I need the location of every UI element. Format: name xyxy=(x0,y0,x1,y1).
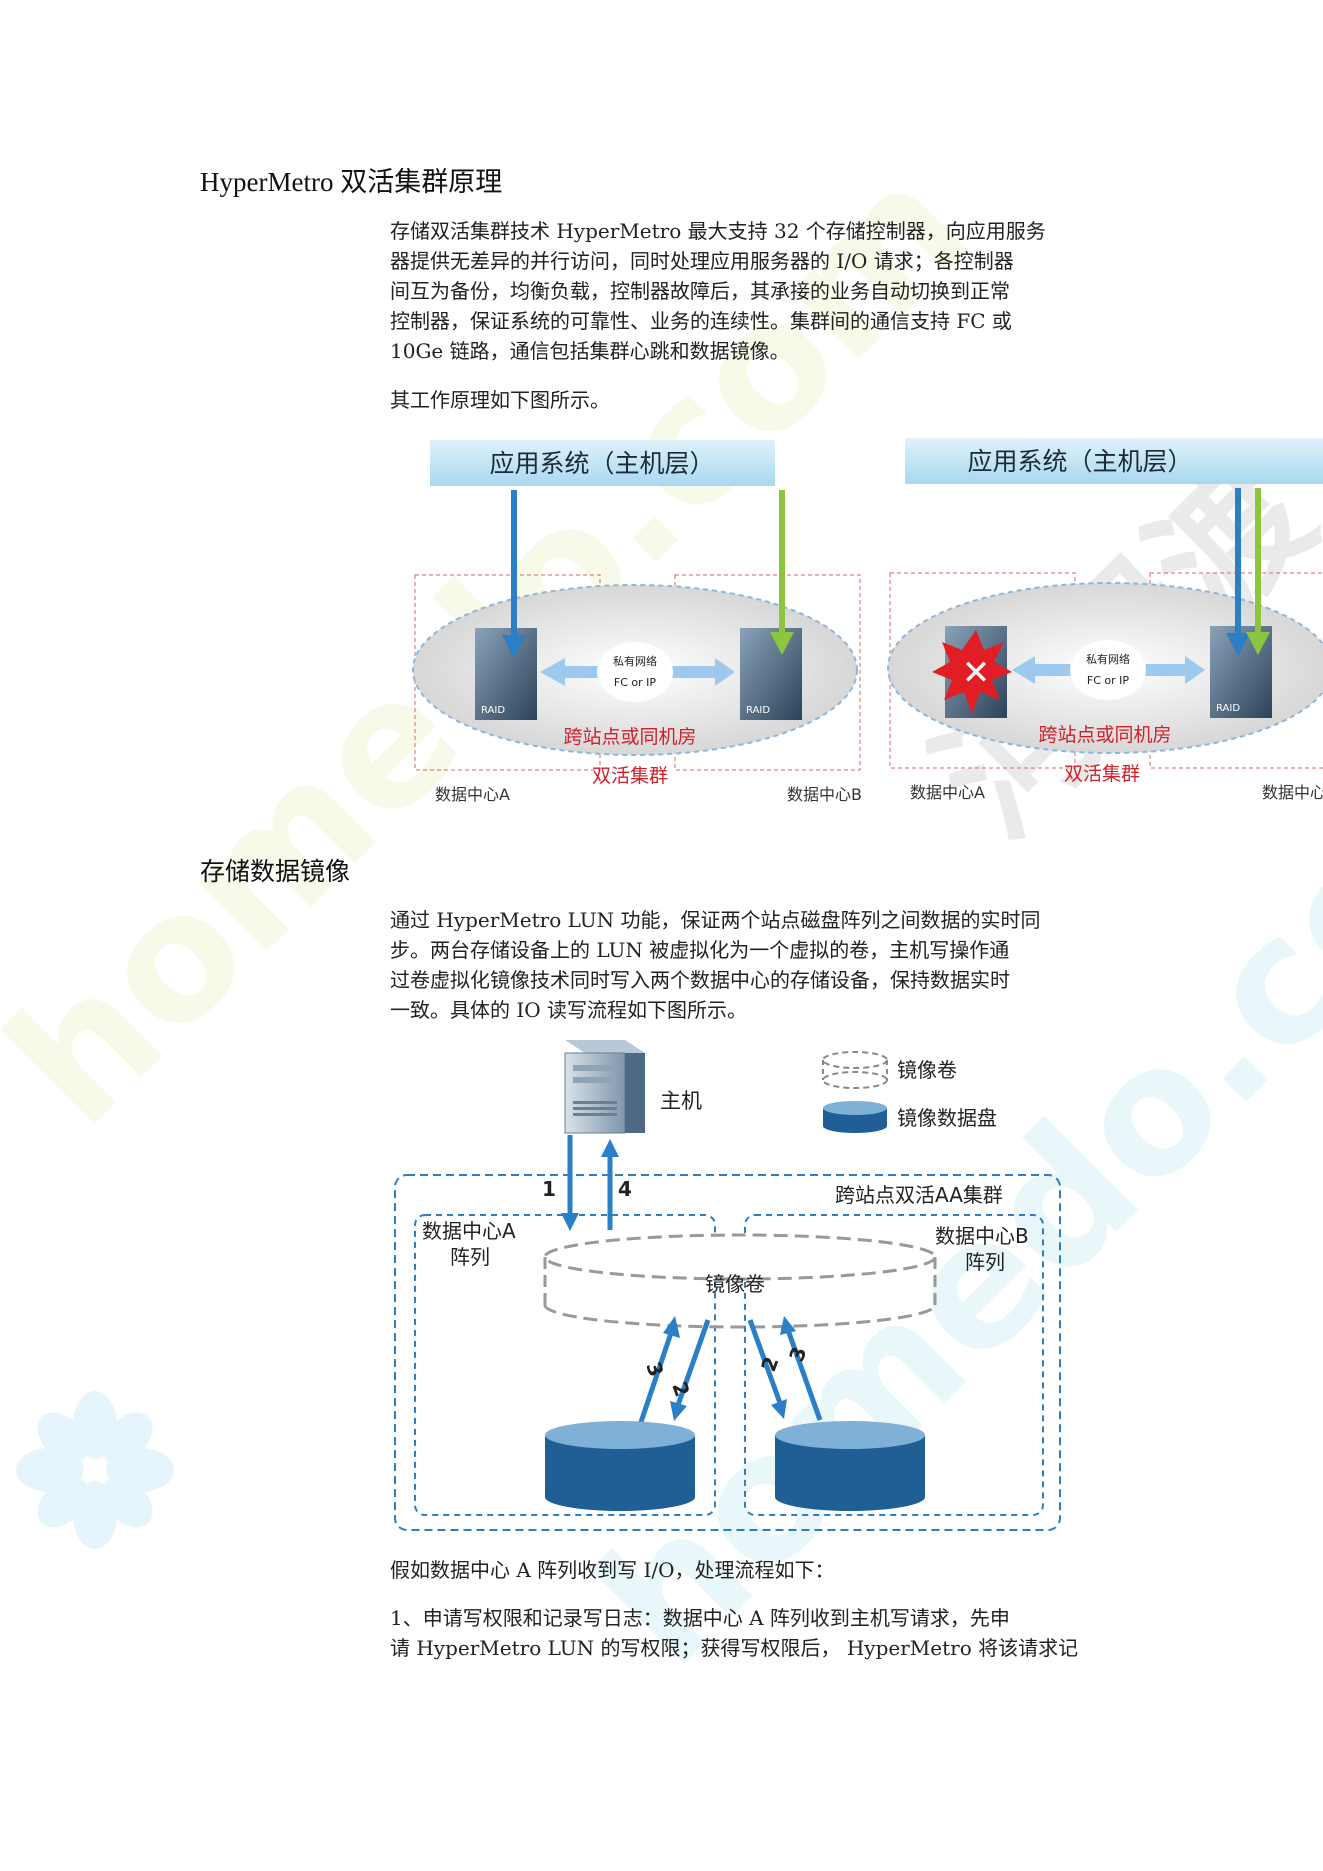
link-label: FC or IP xyxy=(1087,674,1129,687)
mirror-volume: 镜像卷 xyxy=(543,1233,937,1329)
dc-b-label: 阵列 xyxy=(965,1250,1005,1274)
host-label: 主机 xyxy=(660,1089,702,1113)
raid-label: RAID xyxy=(746,705,770,716)
dc-a-label: 数据中心A xyxy=(435,785,510,804)
step-3-label: 3 xyxy=(784,1343,811,1364)
dc-b-label: 数据中心B xyxy=(787,785,862,804)
cluster-label: 双活集群 xyxy=(592,765,668,787)
mirror-disk-a xyxy=(545,1421,695,1511)
dc-b-box xyxy=(744,1214,1044,1516)
step-2-label: 2 xyxy=(756,1353,783,1374)
private-net-label: 私有网络 xyxy=(613,654,657,668)
private-net-label: 私有网络 xyxy=(1086,652,1130,666)
cluster-label: 跨站点双活AA集群 xyxy=(835,1183,1003,1207)
host-server-icon xyxy=(564,1040,645,1134)
figure-cluster-principle: 应用系统（主机层） RAID RAID 私有网络 FC or IP 跨站点或同机… xyxy=(412,438,1323,804)
section2-paragraph: 通过 HyperMetro LUN 功能，保证两个站点磁盘阵列之间数据的实时同 … xyxy=(390,905,1105,1025)
dc-a-label: 数据中心A xyxy=(910,783,985,802)
legend-mirror-disk: 镜像数据盘 xyxy=(897,1106,997,1130)
site-label: 跨站点或同机房 xyxy=(1038,724,1171,746)
paragraph-line: 间互为备份，均衡负载，控制器故障后，其承接的业务自动切换到正常 xyxy=(390,279,1010,303)
paragraph-line: 请 HyperMetro LUN 的写权限；获得写权限后， HyperMetro… xyxy=(390,1636,1079,1660)
paragraph-line: 器提供无差异的并行访问，同时处理应用服务器的 I/O 请求；各控制器 xyxy=(390,249,1014,273)
section-title-mirror: 存储数据镜像 xyxy=(200,857,351,886)
mirror-volume-label: 镜像卷 xyxy=(705,1272,765,1296)
paragraph-line: 步。两台存储设备上的 LUN 被虚拟化为一个虚拟的卷，主机写操作通 xyxy=(390,938,1010,962)
failure-x-icon: ✕ xyxy=(962,653,991,693)
raid-label: RAID xyxy=(481,705,505,716)
raid-label: RAID xyxy=(1216,703,1240,714)
step-4-label: 4 xyxy=(618,1177,632,1201)
failure-icon xyxy=(932,630,1012,714)
section3-paragraph: 1、申请写权限和记录写日志：数据中心 A 阵列收到主机写请求，先申 请 Hype… xyxy=(390,1603,1105,1663)
dc-b-label: 数据中心 xyxy=(1262,783,1323,802)
raid-server-a xyxy=(475,628,537,720)
dc-b-label: 数据中心B xyxy=(935,1224,1029,1248)
paragraph-line: 一致。具体的 IO 读写流程如下图所示。 xyxy=(390,998,748,1022)
mirror-disk-b xyxy=(775,1421,925,1511)
section3-line1: 假如数据中心 A 阵列收到写 I/O，处理流程如下： xyxy=(390,1558,835,1582)
dc-a-label: 数据中心A xyxy=(422,1219,516,1243)
figure-io-flow: 主机 镜像卷 镜像数据盘 跨站点双活AA集群 数据中心A 阵列 数据中心B 阵列… xyxy=(394,1040,1061,1531)
app-layer-bar xyxy=(905,438,1323,484)
dc-a-label: 阵列 xyxy=(450,1245,490,1269)
section1-paragraph: 存储双活集群技术 HyperMetro 最大支持 32 个存储控制器，向应用服务… xyxy=(390,216,1105,366)
step-1-label: 1 xyxy=(542,1177,556,1201)
section1-intro: 其工作原理如下图所示。 xyxy=(390,388,610,412)
raid-server-b xyxy=(740,628,802,720)
link-label: FC or IP xyxy=(614,676,656,689)
site-label: 跨站点或同机房 xyxy=(563,726,696,748)
section-title-hypermetro: HyperMetro 双活集群原理 xyxy=(200,167,503,197)
legend: 镜像卷 镜像数据盘 xyxy=(822,1051,997,1133)
watermark-flower-icon xyxy=(16,1391,174,1549)
paragraph-line: 存储双活集群技术 HyperMetro 最大支持 32 个存储控制器，向应用服务 xyxy=(390,219,1046,243)
paragraph-line: 控制器，保证系统的可靠性、业务的连续性。集群间的通信支持 FC 或 xyxy=(390,309,1012,333)
panel-left: 应用系统（主机层） RAID RAID 私有网络 FC or IP 跨站点或同机… xyxy=(412,440,862,804)
paragraph-line: 通过 HyperMetro LUN 功能，保证两个站点磁盘阵列之间数据的实时同 xyxy=(390,908,1041,932)
cluster-box xyxy=(394,1174,1061,1531)
app-layer-label: 应用系统（主机层） xyxy=(489,449,714,478)
app-layer-bar xyxy=(430,440,775,486)
panel-right: 应用系统（主机层） ✕ RAID 私有网络 FC or IP 跨站点或同机房 双… xyxy=(887,438,1323,802)
legend-mirror-volume: 镜像卷 xyxy=(897,1058,957,1082)
paragraph-line: 1、申请写权限和记录写日志：数据中心 A 阵列收到主机写请求，先申 xyxy=(390,1606,1010,1630)
paragraph-line: 过卷虚拟化镜像技术同时写入两个数据中心的存储设备，保持数据实时 xyxy=(390,968,1010,992)
dc-a-box xyxy=(414,1214,716,1516)
cluster-label: 双活集群 xyxy=(1064,763,1140,785)
paragraph-line: 10Ge 链路，通信包括集群心跳和数据镜像。 xyxy=(390,339,790,363)
app-layer-label: 应用系统（主机层） xyxy=(967,447,1192,476)
